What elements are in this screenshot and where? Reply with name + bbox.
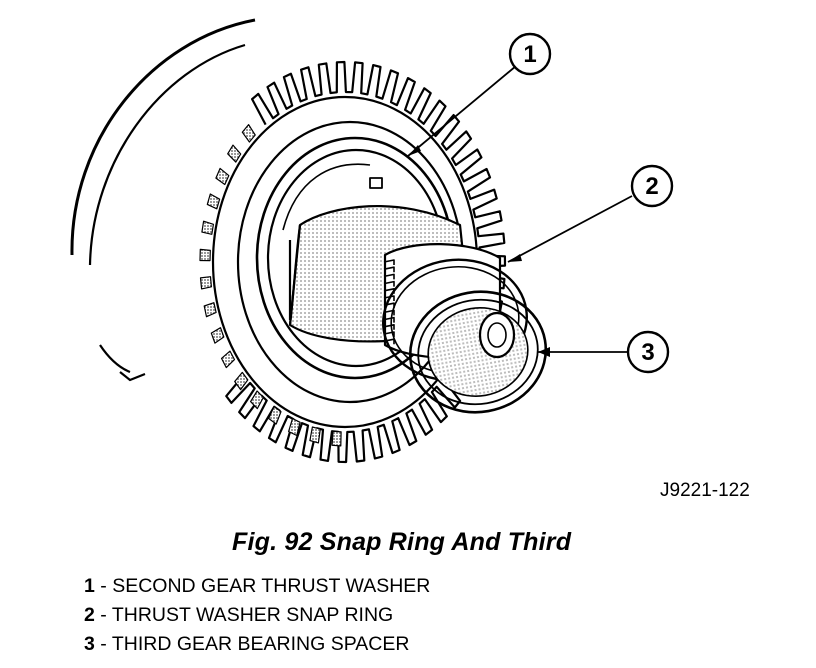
callout-3-number: 3 bbox=[641, 339, 654, 366]
leader-line-2 bbox=[507, 195, 633, 263]
spline-tooth bbox=[383, 331, 395, 337]
gear-tooth-flank bbox=[309, 426, 321, 444]
spline-tooth bbox=[383, 316, 395, 323]
spline-tooth bbox=[383, 295, 395, 301]
legend-item-number: 3 bbox=[84, 633, 95, 655]
gear-tooth-flank bbox=[199, 276, 212, 290]
gear-tooth-flank bbox=[199, 248, 211, 262]
figure-caption: Fig. 92 Snap Ring And Third bbox=[232, 528, 572, 556]
callout-1-number: 1 bbox=[523, 41, 536, 68]
spline-tooth bbox=[383, 309, 395, 316]
gear-tooth-flank bbox=[227, 144, 242, 163]
callout-2: 2 bbox=[630, 164, 674, 208]
legend-item-separator: - bbox=[100, 575, 107, 597]
spline-tooth bbox=[383, 273, 395, 280]
callout-2-number: 2 bbox=[645, 173, 658, 200]
gear-tooth-flank bbox=[215, 167, 230, 186]
spline-tooth bbox=[383, 266, 395, 273]
legend-item-separator: - bbox=[100, 604, 107, 626]
gear-tooth-flank bbox=[210, 327, 225, 344]
gear-tooth-flank bbox=[331, 430, 342, 447]
legend-item-number: 1 bbox=[84, 575, 95, 597]
housing-outer-rim bbox=[70, 18, 256, 256]
legend-item-label: THRUST WASHER SNAP RING bbox=[111, 604, 394, 626]
legend-item-separator: - bbox=[100, 633, 107, 655]
bearing-spacer bbox=[408, 290, 548, 414]
housing-inner-rim bbox=[88, 43, 246, 266]
legend-item: 2 - THRUST WASHER SNAP RING bbox=[84, 601, 430, 630]
gear-assembly-diagram: 1 2 3 bbox=[70, 18, 674, 464]
spline-tooth bbox=[383, 324, 395, 330]
legend-item: 3 - THIRD GEAR BEARING SPACER bbox=[84, 630, 430, 659]
legend-item: 1 - SECOND GEAR THRUST WASHER bbox=[84, 572, 430, 601]
legend: 1 - SECOND GEAR THRUST WASHER 2 - THRUST… bbox=[84, 572, 430, 659]
gear-tooth-flank bbox=[241, 123, 256, 143]
spline-tooth bbox=[383, 259, 395, 265]
legend-item-label: SECOND GEAR THRUST WASHER bbox=[112, 575, 431, 597]
gear-tooth-flank bbox=[288, 418, 301, 437]
gear-tooth-flank bbox=[234, 371, 249, 391]
legend-item-number: 2 bbox=[84, 604, 95, 626]
gear-tooth-flank bbox=[201, 220, 214, 235]
gear-tooth-flank bbox=[203, 302, 217, 318]
spline-tooth bbox=[383, 280, 395, 287]
callout-3: 3 bbox=[626, 330, 670, 374]
gear-tooth-flank bbox=[220, 350, 236, 369]
gear-tooth-flank bbox=[268, 406, 282, 425]
gear-tooth-flank bbox=[206, 193, 221, 210]
callout-1: 1 bbox=[508, 32, 552, 76]
legend-item-label: THIRD GEAR BEARING SPACER bbox=[111, 633, 410, 655]
figure-code: J9221-122 bbox=[660, 480, 750, 501]
leader-line-1 bbox=[407, 65, 517, 157]
gear-teeth bbox=[199, 60, 507, 464]
gear-tooth-flank bbox=[250, 390, 264, 410]
